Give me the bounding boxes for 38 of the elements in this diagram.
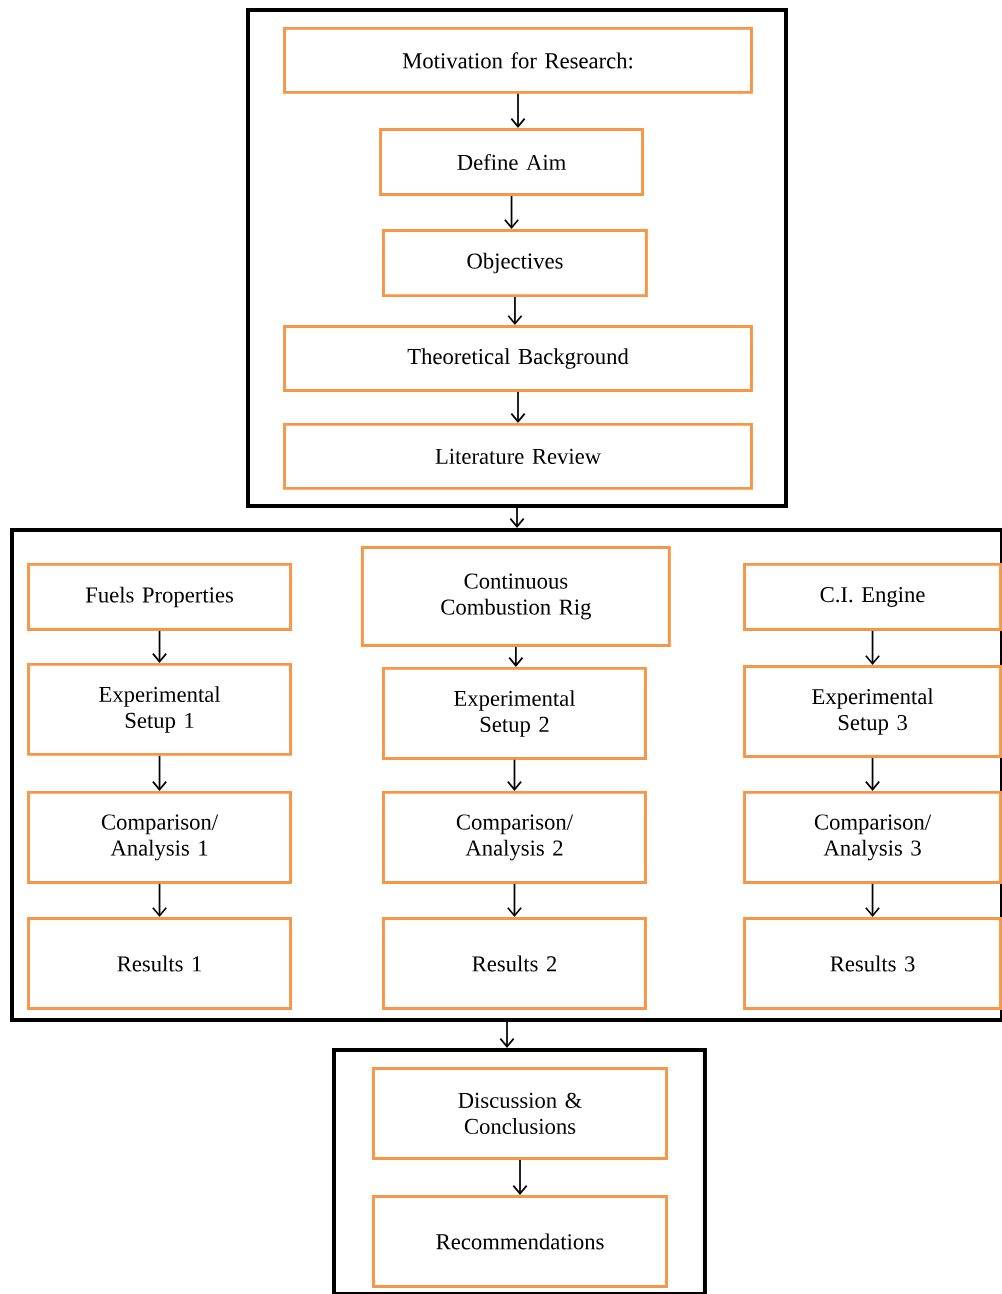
process-box: Comparison/ Analysis 2 [382,790,647,884]
process-box: Objectives [382,229,648,298]
process-box: Experimental Setup 3 [743,665,1002,758]
arrow [504,195,520,230]
process-box: Results 2 [382,917,647,1010]
process-box: C.I. Engine [743,562,1002,631]
section-frame [332,1048,707,1294]
arrow [865,757,881,791]
process-box: Define Aim [379,128,644,196]
section-frame [10,528,1002,1022]
process-box: Experimental Setup 2 [382,666,647,760]
arrow [152,755,168,791]
process-box: Discussion & Conclusions [372,1066,668,1160]
arrow [509,507,525,528]
arrow [510,93,526,128]
arrow [506,883,522,918]
process-box: Recommendations [372,1194,668,1288]
process-box: Experimental Setup 1 [27,662,292,756]
section-frame [246,8,788,508]
arrow [506,759,522,791]
process-box: Results 3 [743,917,1002,1010]
process-box: Comparison/ Analysis 3 [743,790,1002,884]
arrow [499,1021,515,1048]
process-box: Theoretical Background [283,325,753,392]
arrow [507,296,523,326]
process-box: Continuous Combustion Rig [360,546,671,647]
process-box: Comparison/ Analysis 1 [27,790,292,884]
process-box: Motivation for Research: [283,26,753,94]
arrow [865,630,881,666]
arrow [152,883,168,918]
arrow [510,391,526,423]
process-box: Fuels Properties [27,562,292,631]
process-box: Literature Review [283,422,753,490]
process-box: Results 1 [27,917,292,1010]
arrow [512,1159,528,1195]
arrow [152,630,168,663]
arrow [865,883,881,918]
arrow [508,646,524,667]
